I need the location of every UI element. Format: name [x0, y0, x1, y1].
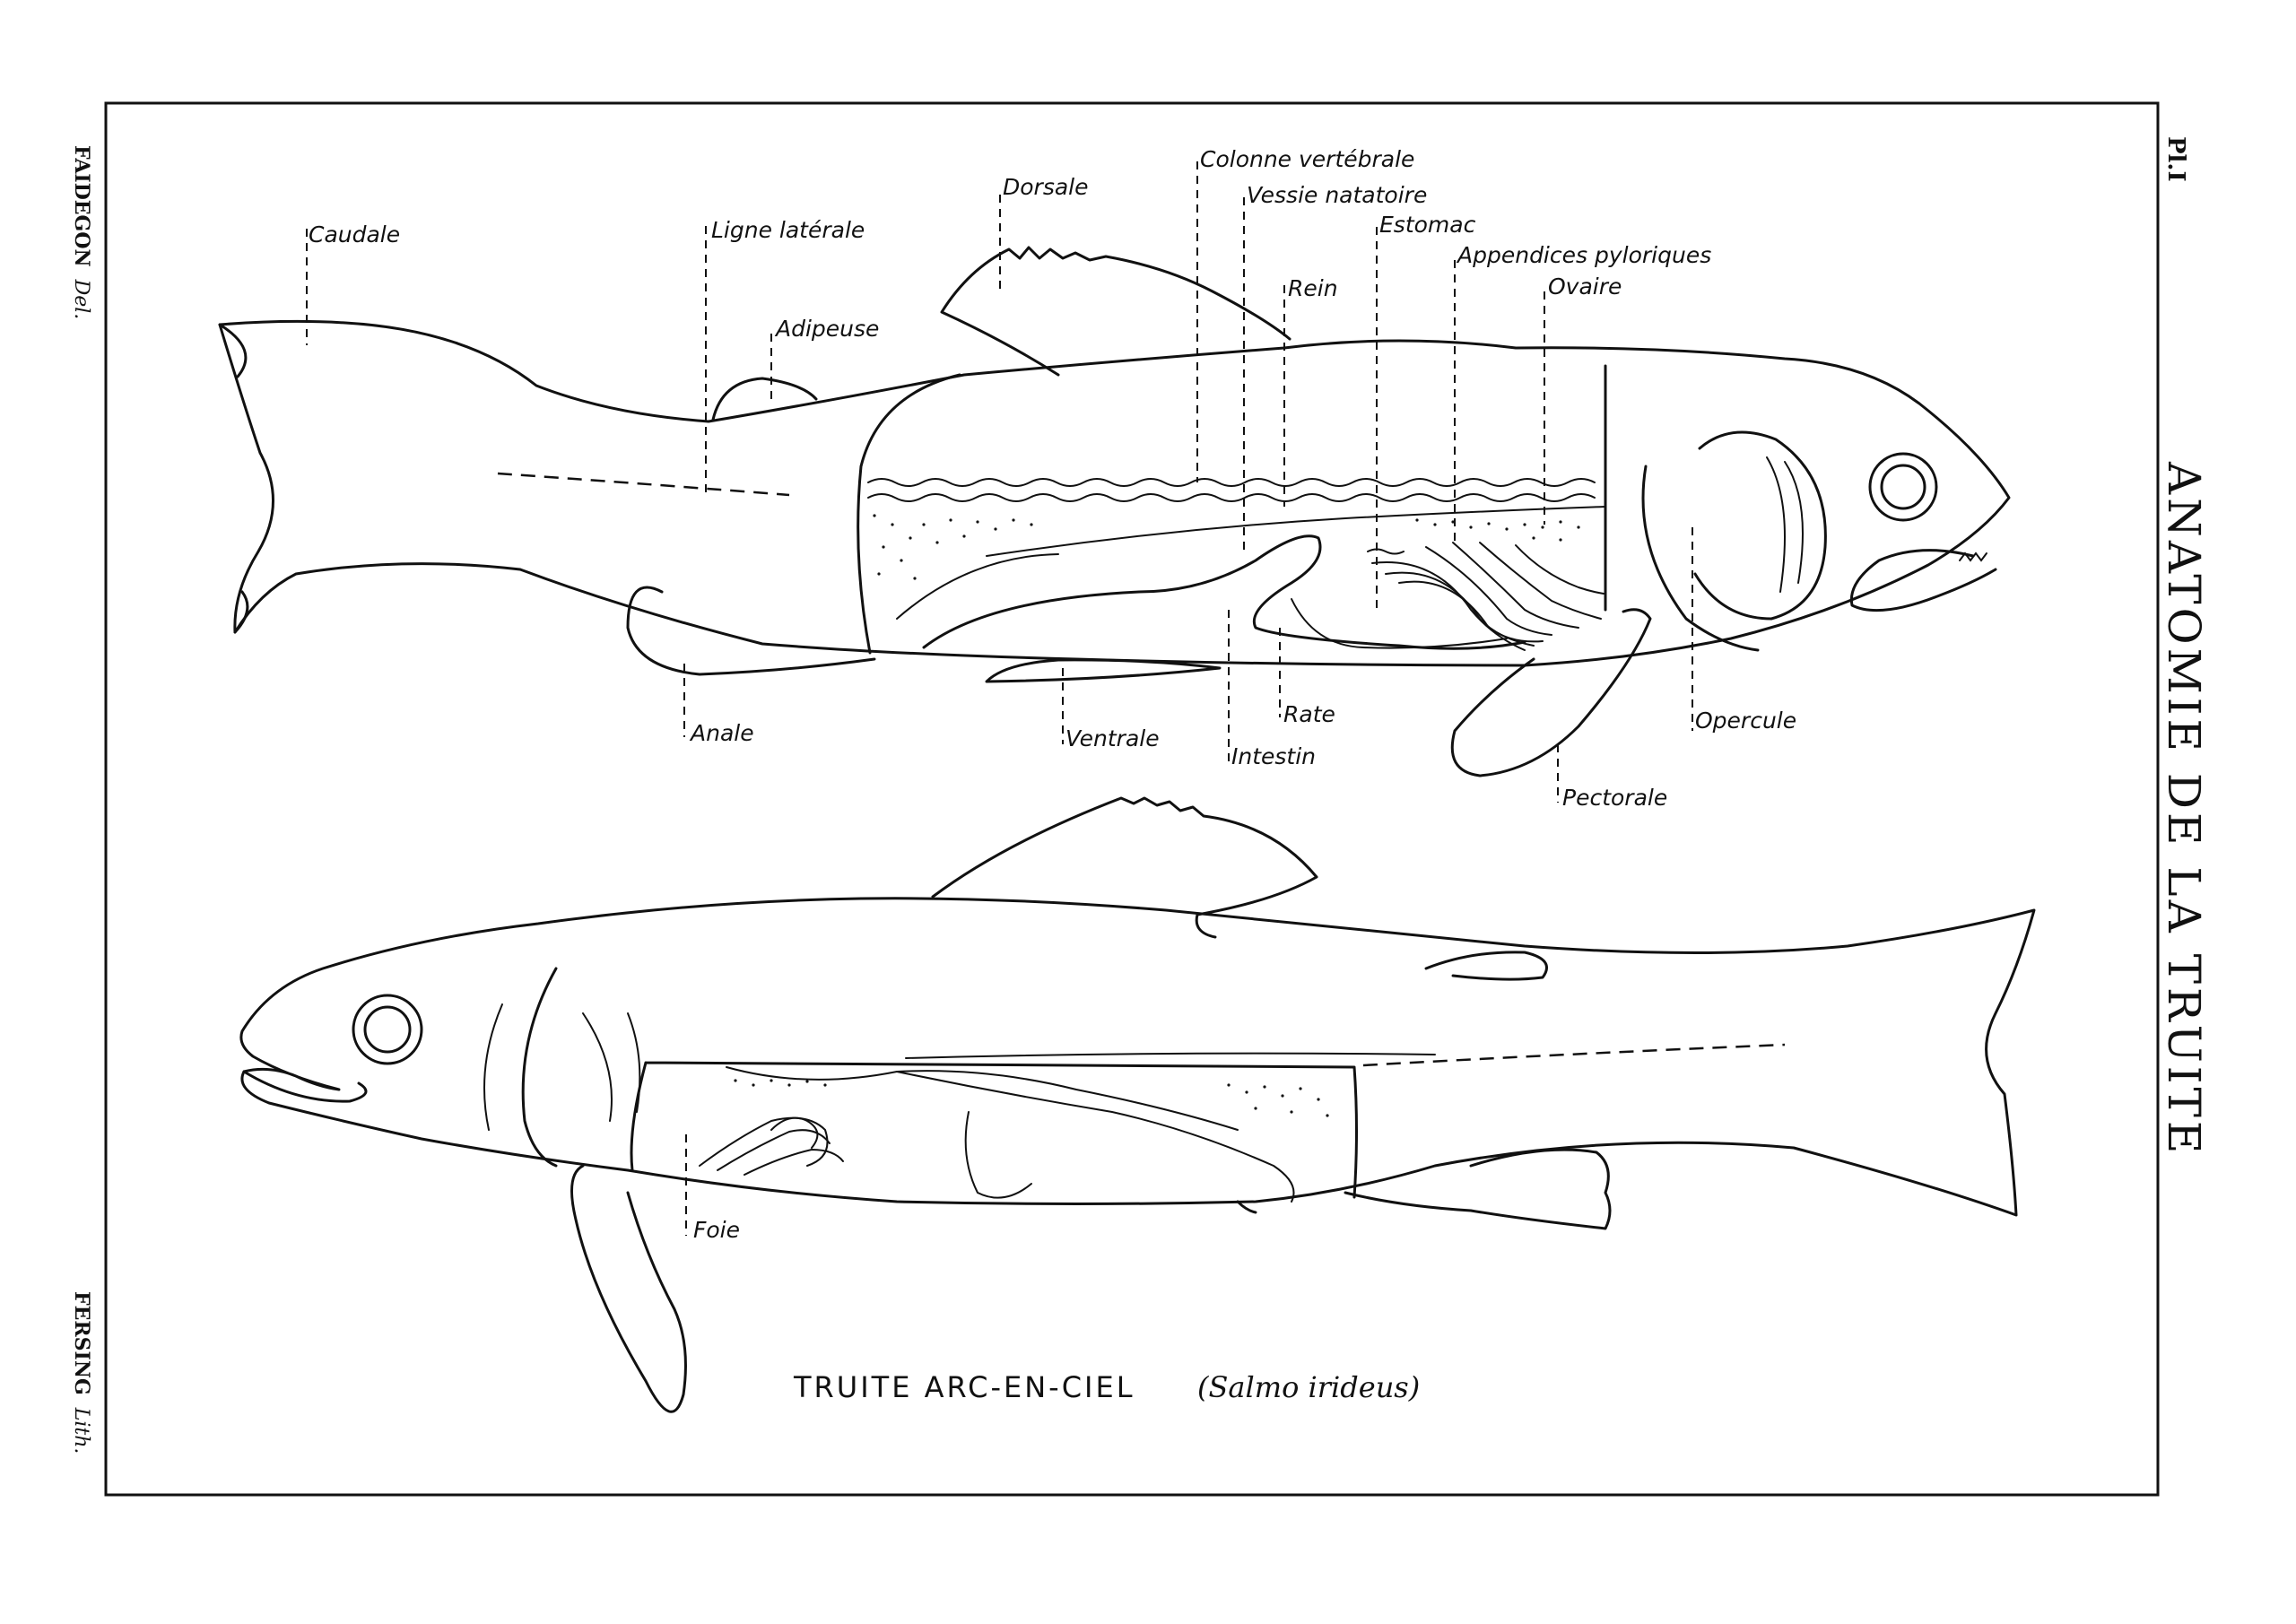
- lower-dissection-window: [630, 1061, 1358, 1199]
- upper-vertebral-column-lower: [867, 493, 1596, 502]
- label-intestin: Intestin: [1231, 743, 1316, 769]
- upper-spleen: [1291, 598, 1508, 649]
- lower-lateral-line: [1362, 1043, 1786, 1067]
- label-appendices: Appendices pyloriques: [1456, 242, 1711, 268]
- upper-pectoral-fin: [1450, 608, 1652, 777]
- lower-gill-line-2: [582, 1012, 613, 1122]
- lower-organ-contour-1: [726, 1066, 1239, 1131]
- upper-vertebral-column: [867, 478, 1596, 487]
- label-ovaire: Ovaire: [1548, 274, 1622, 300]
- lower-operculum: [521, 967, 558, 1168]
- caption-common-name: TRUITE ARC-EN-CIEL: [793, 1370, 1135, 1404]
- lower-stipple: [734, 1079, 1329, 1117]
- upper-head-line: [1641, 465, 1760, 652]
- lower-eye-pupil: [363, 1005, 412, 1054]
- label-estomac: Estomac: [1379, 212, 1476, 238]
- plate-number: Pl.I: [2162, 136, 2189, 182]
- upper-jaw: [1849, 549, 1997, 612]
- upper-gill-arc-1: [1766, 456, 1786, 593]
- upper-swim-bladder: [986, 506, 1606, 557]
- label-dorsale: Dorsale: [1003, 174, 1089, 200]
- lower-mouth: [242, 1070, 368, 1103]
- upper-kidney: [896, 553, 1059, 620]
- lower-organ-contour-2: [964, 1111, 1032, 1199]
- lower-pectoral-fin: [570, 1164, 687, 1413]
- plate-border: [104, 101, 2160, 1497]
- credit-lithographer: FERSINGLith.: [70, 1291, 93, 1454]
- lower-dorsal-fin: [931, 796, 1318, 939]
- right-margin: Pl.I ANATOMIE DE LA TRUITE: [2158, 136, 2210, 1157]
- upper-operculum: [1693, 430, 1827, 621]
- lower-organ-contour-3: [896, 1071, 1295, 1203]
- labels: Caudale Ligne latérale Adipeuse Dorsale …: [309, 146, 1796, 1243]
- upper-fish: [218, 246, 2011, 777]
- label-vessie: Vessie natatoire: [1247, 182, 1427, 208]
- upper-dissection-window: [857, 364, 1607, 655]
- upper-gill-arc-2: [1784, 461, 1804, 584]
- label-ligne-laterale: Ligne latérale: [711, 217, 865, 243]
- upper-eye-pupil: [1880, 464, 1926, 510]
- label-anale: Anale: [689, 720, 754, 746]
- lower-adipose-fin: [1424, 951, 1548, 981]
- upper-eye-ring: [1868, 452, 1938, 522]
- label-rein: Rein: [1288, 275, 1338, 301]
- label-foie: Foie: [693, 1217, 740, 1243]
- lower-gill-line-1: [483, 1003, 503, 1131]
- label-pectorale: Pectorale: [1562, 785, 1667, 811]
- upper-intestine: [922, 534, 1526, 650]
- label-adipeuse: Adipeuse: [774, 316, 879, 342]
- upper-anal-fin: [626, 586, 876, 676]
- label-opercule: Opercule: [1695, 708, 1796, 734]
- upper-adipose-fin: [711, 377, 818, 421]
- lower-fish: [239, 796, 2036, 1413]
- plate-title: ANATOMIE DE LA TRUITE: [2158, 461, 2210, 1157]
- caption-scientific-name: (Salmo irideus): [1197, 1370, 1420, 1404]
- upper-pyloric-appendices: [1367, 542, 1605, 651]
- upper-lateral-line: [497, 472, 790, 497]
- upper-fish-body: [218, 319, 2011, 667]
- upper-ventral-fin: [985, 658, 1222, 683]
- left-margin-credits: FAIDEGONDel. FERSINGLith.: [70, 145, 93, 1454]
- caption: TRUITE ARC-EN-CIEL (Salmo irideus): [793, 1370, 1420, 1404]
- upper-stipple: [873, 514, 1580, 580]
- label-caudale: Caudale: [309, 221, 400, 248]
- upper-caudal-fin: [218, 323, 249, 634]
- label-colonne: Colonne vertébrale: [1200, 146, 1414, 172]
- label-rate: Rate: [1283, 701, 1335, 727]
- lower-eye-ring: [352, 994, 423, 1065]
- lower-fish-body: [239, 897, 2036, 1217]
- label-ventrale: Ventrale: [1065, 725, 1160, 751]
- upper-teeth: [1959, 551, 1987, 562]
- lower-ventral-fin: [1236, 1148, 1612, 1230]
- leader-lines: [306, 161, 1693, 1236]
- upper-dorsal-fin: [940, 246, 1292, 377]
- lower-liver-fringe: [699, 1116, 844, 1176]
- lower-vertebral-line: [905, 1052, 1436, 1059]
- credit-artist: FAIDEGONDel.: [70, 145, 93, 319]
